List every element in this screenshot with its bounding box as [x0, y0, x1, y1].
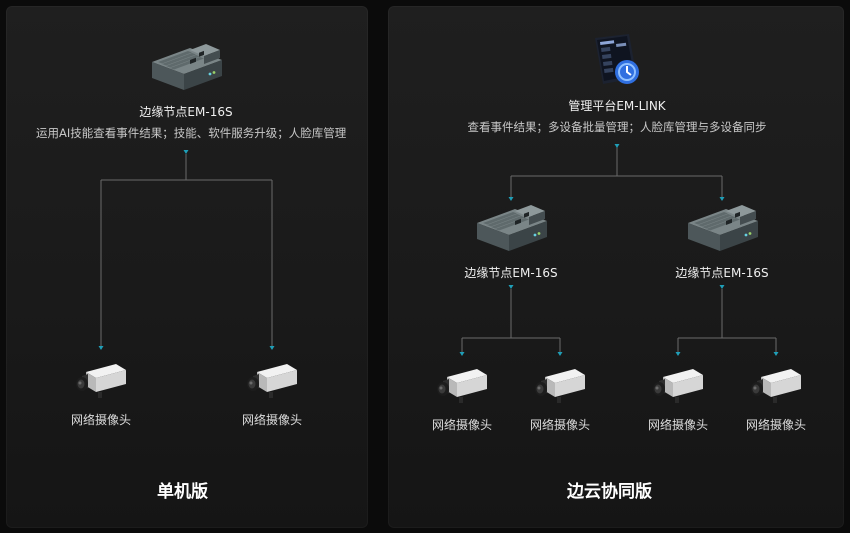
edge-device-icon: [672, 201, 772, 255]
edge-device-icon: [36, 40, 336, 94]
right-camera-3: 网络摄像头: [628, 365, 728, 433]
camera-label: 网络摄像头: [529, 418, 590, 432]
camera-icon: [222, 360, 322, 400]
right-edge-node-1: 边缘节点EM-16S: [461, 201, 561, 281]
left-edge-node-description: 运用AI技能查看事件结果；技能、软件服务升级；人脸库管理: [36, 126, 347, 140]
left-edge-node-title: 边缘节点EM-16S: [139, 105, 233, 119]
camera-label: 网络摄像头: [241, 413, 302, 427]
camera-label: 网络摄像头: [745, 418, 806, 432]
left-camera-2: 网络摄像头: [222, 360, 322, 428]
right-camera-4: 网络摄像头: [726, 365, 826, 433]
management-platform-node: 管理平台EM-LINK 查看事件结果；多设备批量管理；人脸库管理与多设备同步: [467, 34, 767, 135]
right-camera-1: 网络摄像头: [412, 365, 512, 433]
camera-label: 网络摄像头: [647, 418, 708, 432]
camera-icon: [412, 365, 512, 405]
standalone-edition-label: 单机版: [157, 482, 208, 502]
right-edge-node-2: 边缘节点EM-16S: [672, 201, 772, 281]
left-camera-1: 网络摄像头: [51, 360, 151, 428]
right-camera-2: 网络摄像头: [510, 365, 610, 433]
camera-icon: [726, 365, 826, 405]
platform-description: 查看事件结果；多设备批量管理；人脸库管理与多设备同步: [467, 120, 767, 134]
left-edge-node: 边缘节点EM-16S 运用AI技能查看事件结果；技能、软件服务升级；人脸库管理: [36, 40, 347, 141]
platform-title: 管理平台EM-LINK: [568, 99, 666, 113]
edge-cloud-edition-panel: [388, 6, 844, 528]
camera-label: 网络摄像头: [431, 418, 492, 432]
camera-label: 网络摄像头: [70, 413, 131, 427]
edge-node-title: 边缘节点EM-16S: [675, 266, 769, 280]
edge-cloud-edition-label: 边云协同版: [567, 482, 652, 502]
camera-icon: [510, 365, 610, 405]
camera-icon: [628, 365, 728, 405]
edge-node-title: 边缘节点EM-16S: [464, 266, 558, 280]
camera-icon: [51, 360, 151, 400]
management-platform-icon: [595, 34, 639, 84]
edge-device-icon: [461, 201, 561, 255]
